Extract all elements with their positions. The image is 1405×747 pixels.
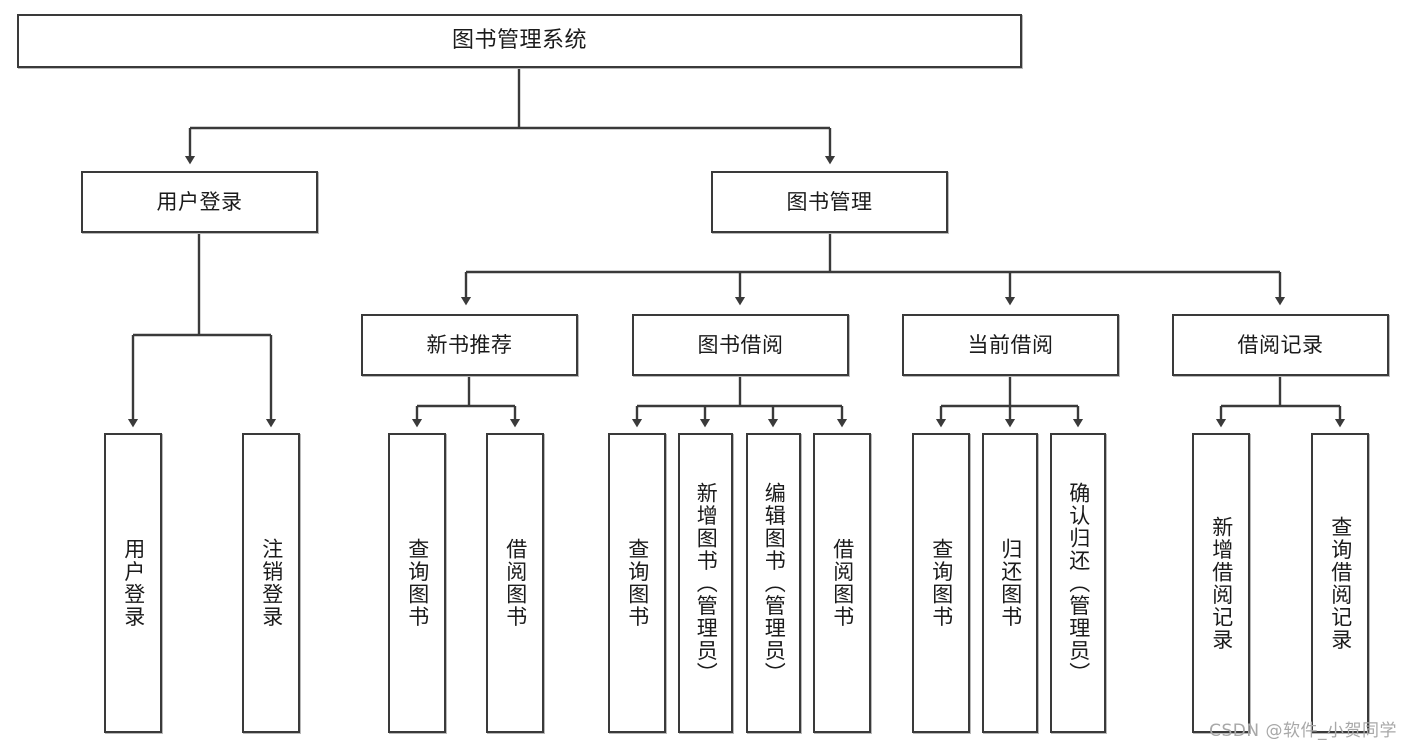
node-leaf-confirm-return[interactable]: 确认归还（管理员） xyxy=(1050,433,1106,733)
node-leaf-borrow-book-1-label: 借阅图书 xyxy=(503,538,528,628)
node-leaf-confirm-return-label: 确认归还（管理员） xyxy=(1066,481,1091,685)
node-book-manage[interactable]: 图书管理 xyxy=(711,171,948,233)
node-leaf-logout[interactable]: 注销登录 xyxy=(242,433,300,733)
node-leaf-query-record-label: 查询借阅记录 xyxy=(1328,515,1353,651)
node-leaf-add-record[interactable]: 新增借阅记录 xyxy=(1192,433,1250,733)
node-leaf-add-record-label: 新增借阅记录 xyxy=(1209,515,1234,651)
node-leaf-edit-book-label: 编辑图书（管理员） xyxy=(762,481,787,685)
node-root[interactable]: 图书管理系统 xyxy=(17,14,1022,68)
node-current-borrow-label: 当前借阅 xyxy=(967,332,1054,357)
node-leaf-query-book-3[interactable]: 查询图书 xyxy=(912,433,970,733)
node-leaf-logout-label: 注销登录 xyxy=(259,538,284,628)
node-borrow-record-label: 借阅记录 xyxy=(1237,332,1324,357)
node-leaf-user-login-label: 用户登录 xyxy=(121,538,146,628)
node-borrow-record[interactable]: 借阅记录 xyxy=(1172,314,1389,376)
node-leaf-query-book-1[interactable]: 查询图书 xyxy=(388,433,446,733)
node-user-login-label: 用户登录 xyxy=(156,189,243,214)
node-current-borrow[interactable]: 当前借阅 xyxy=(902,314,1119,376)
node-new-book-rec[interactable]: 新书推荐 xyxy=(361,314,578,376)
node-leaf-add-book[interactable]: 新增图书（管理员） xyxy=(678,433,733,733)
node-leaf-query-book-2-label: 查询图书 xyxy=(625,538,650,628)
node-book-borrow-label: 图书借阅 xyxy=(697,332,784,357)
node-book-manage-label: 图书管理 xyxy=(786,189,873,214)
node-book-borrow[interactable]: 图书借阅 xyxy=(632,314,849,376)
csdn-watermark: CSDN @软件_小贺同学 xyxy=(1209,721,1397,741)
node-root-label: 图书管理系统 xyxy=(451,28,587,54)
node-leaf-borrow-book-2[interactable]: 借阅图书 xyxy=(813,433,871,733)
node-leaf-borrow-book-1[interactable]: 借阅图书 xyxy=(486,433,544,733)
node-user-login[interactable]: 用户登录 xyxy=(81,171,318,233)
node-leaf-query-book-2[interactable]: 查询图书 xyxy=(608,433,666,733)
node-leaf-edit-book[interactable]: 编辑图书（管理员） xyxy=(746,433,801,733)
node-leaf-borrow-book-2-label: 借阅图书 xyxy=(830,538,855,628)
node-leaf-query-book-3-label: 查询图书 xyxy=(929,538,954,628)
node-leaf-user-login[interactable]: 用户登录 xyxy=(104,433,162,733)
node-leaf-add-book-label: 新增图书（管理员） xyxy=(694,481,719,685)
node-leaf-query-book-1-label: 查询图书 xyxy=(405,538,430,628)
node-leaf-query-record[interactable]: 查询借阅记录 xyxy=(1311,433,1369,733)
node-leaf-return-book[interactable]: 归还图书 xyxy=(982,433,1038,733)
node-new-book-rec-label: 新书推荐 xyxy=(426,332,513,357)
node-leaf-return-book-label: 归还图书 xyxy=(998,538,1023,628)
